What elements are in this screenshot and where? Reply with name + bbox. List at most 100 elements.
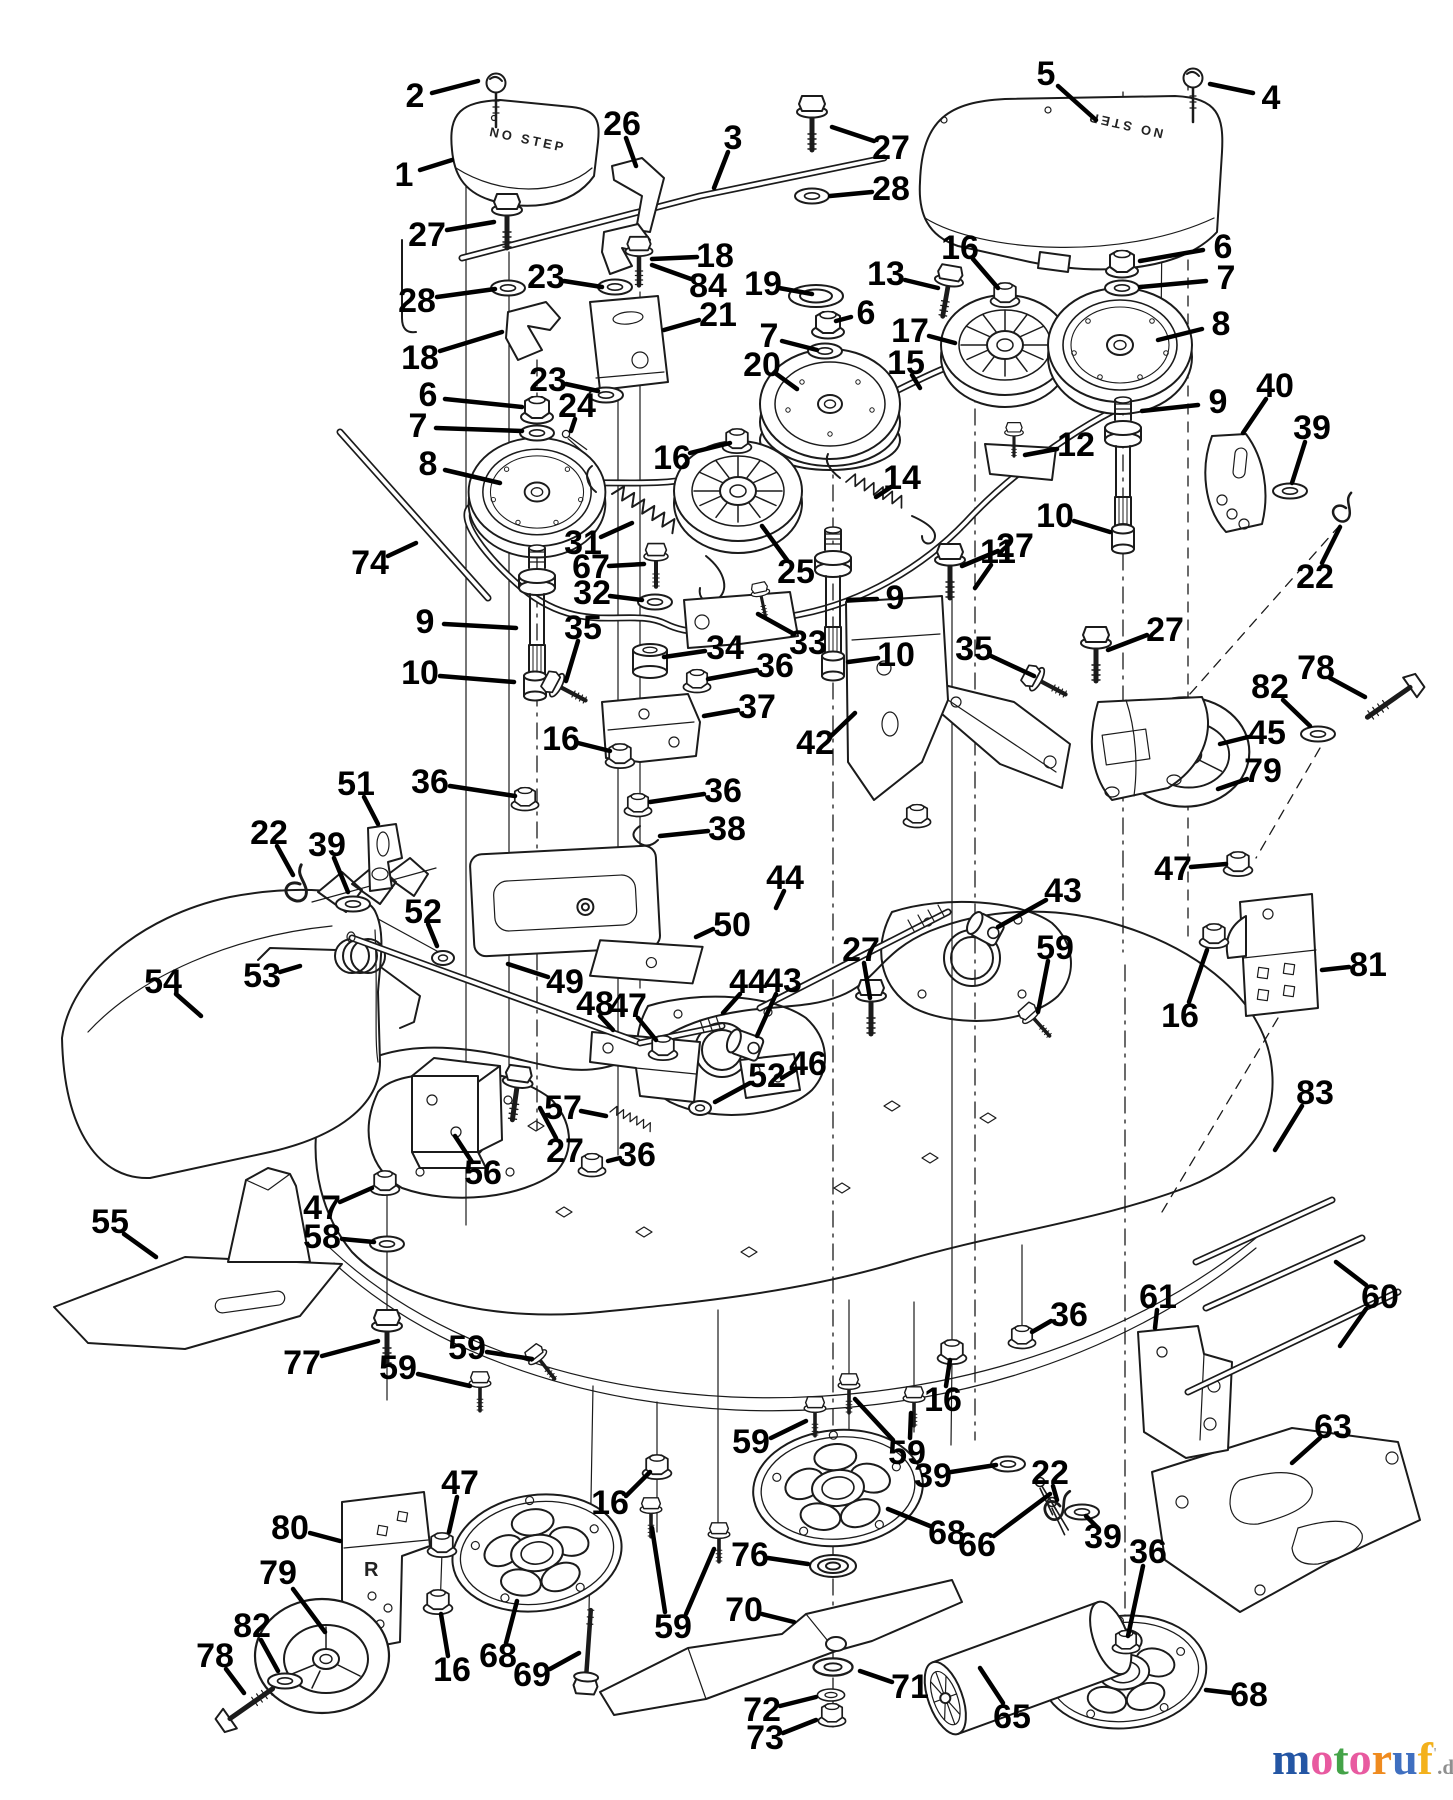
part-number-10[interactable]: 10 (401, 654, 439, 692)
part-number-48[interactable]: 48 (576, 985, 614, 1023)
part-number-7[interactable]: 7 (1217, 259, 1236, 297)
part-number-6[interactable]: 6 (419, 376, 438, 414)
part-number-31[interactable]: 31 (564, 524, 602, 562)
part-number-5[interactable]: 5 (1037, 55, 1056, 93)
part-number-66[interactable]: 66 (958, 1526, 996, 1564)
part-number-38[interactable]: 38 (708, 810, 746, 848)
part-number-39[interactable]: 39 (1293, 409, 1331, 447)
part-number-28[interactable]: 28 (398, 282, 436, 320)
part-number-6[interactable]: 6 (1214, 228, 1233, 266)
part-number-76[interactable]: 76 (731, 1536, 769, 1574)
part-number-27[interactable]: 27 (842, 931, 880, 969)
part-number-59[interactable]: 59 (379, 1349, 417, 1387)
part-number-18[interactable]: 18 (696, 237, 734, 275)
part-number-17[interactable]: 17 (891, 312, 929, 350)
part-number-81[interactable]: 81 (1349, 946, 1387, 984)
part-number-36[interactable]: 36 (1050, 1296, 1088, 1334)
part-number-14[interactable]: 14 (883, 459, 921, 497)
part-number-52[interactable]: 52 (748, 1057, 786, 1095)
part-number-16[interactable]: 16 (433, 1651, 471, 1689)
watermark-logo[interactable]: motoruf'.de (1272, 1736, 1453, 1782)
part-number-34[interactable]: 34 (706, 629, 744, 667)
part-number-42[interactable]: 42 (796, 724, 834, 762)
part-number-21[interactable]: 21 (699, 296, 737, 334)
part-number-59[interactable]: 59 (1036, 929, 1074, 967)
part-number-20[interactable]: 20 (743, 346, 781, 384)
part-number-27[interactable]: 27 (408, 216, 446, 254)
part-number-25[interactable]: 25 (777, 553, 815, 591)
part-number-78[interactable]: 78 (196, 1637, 234, 1675)
part-number-46[interactable]: 46 (789, 1045, 827, 1083)
part-number-79[interactable]: 79 (1244, 752, 1282, 790)
part-number-77[interactable]: 77 (283, 1344, 321, 1382)
part-number-61[interactable]: 61 (1139, 1278, 1177, 1316)
part-number-44[interactable]: 44 (729, 963, 767, 1001)
part-number-55[interactable]: 55 (91, 1203, 129, 1241)
part-number-23[interactable]: 23 (527, 258, 565, 296)
part-number-43[interactable]: 43 (764, 962, 802, 1000)
part-number-35[interactable]: 35 (564, 609, 602, 647)
part-number-8[interactable]: 8 (1212, 305, 1231, 343)
part-number-1[interactable]: 1 (395, 156, 414, 194)
part-number-36[interactable]: 36 (704, 772, 742, 810)
part-number-7[interactable]: 7 (760, 317, 779, 355)
part-number-68[interactable]: 68 (479, 1637, 517, 1675)
part-number-65[interactable]: 65 (993, 1698, 1031, 1736)
part-number-4[interactable]: 4 (1262, 79, 1281, 117)
part-number-19[interactable]: 19 (744, 265, 782, 303)
part-number-33[interactable]: 33 (789, 624, 827, 662)
part-number-44[interactable]: 44 (766, 859, 804, 897)
part-number-13[interactable]: 13 (867, 255, 905, 293)
part-number-22[interactable]: 22 (250, 814, 288, 852)
part-number-69[interactable]: 69 (513, 1656, 551, 1694)
part-number-36[interactable]: 36 (618, 1136, 656, 1174)
part-number-16[interactable]: 16 (653, 439, 691, 477)
part-number-72[interactable]: 72 (743, 1691, 781, 1729)
part-number-36[interactable]: 36 (756, 647, 794, 685)
part-number-27[interactable]: 27 (872, 129, 910, 167)
part-number-28[interactable]: 28 (872, 170, 910, 208)
part-number-54[interactable]: 54 (144, 963, 182, 1001)
part-number-37[interactable]: 37 (738, 688, 776, 726)
part-number-16[interactable]: 16 (1161, 997, 1199, 1035)
part-number-9[interactable]: 9 (1209, 383, 1228, 421)
part-number-12[interactable]: 12 (1057, 426, 1095, 464)
part-number-59[interactable]: 59 (732, 1423, 770, 1461)
part-number-27[interactable]: 27 (546, 1132, 584, 1170)
part-number-2[interactable]: 2 (406, 77, 425, 115)
part-number-59[interactable]: 59 (654, 1608, 692, 1646)
part-number-71[interactable]: 71 (891, 1668, 929, 1706)
part-number-9[interactable]: 9 (886, 579, 905, 617)
part-number-79[interactable]: 79 (259, 1554, 297, 1592)
part-number-16[interactable]: 16 (924, 1381, 962, 1419)
part-number-16[interactable]: 16 (591, 1484, 629, 1522)
part-number-59[interactable]: 59 (888, 1434, 926, 1472)
part-number-68[interactable]: 68 (1230, 1676, 1268, 1714)
part-number-26[interactable]: 26 (603, 105, 641, 143)
part-number-78[interactable]: 78 (1297, 649, 1335, 687)
part-number-22[interactable]: 22 (1031, 1454, 1069, 1492)
part-number-67[interactable]: 67 (572, 548, 610, 586)
part-number-60[interactable]: 60 (1361, 1278, 1399, 1316)
part-number-47[interactable]: 47 (303, 1189, 341, 1227)
part-number-7[interactable]: 7 (409, 407, 428, 445)
part-number-15[interactable]: 15 (887, 344, 925, 382)
part-number-39[interactable]: 39 (308, 826, 346, 864)
part-number-16[interactable]: 16 (941, 229, 979, 267)
part-number-40[interactable]: 40 (1256, 367, 1294, 405)
part-number-6[interactable]: 6 (857, 294, 876, 332)
part-number-51[interactable]: 51 (337, 765, 375, 803)
part-number-10[interactable]: 10 (1036, 497, 1074, 535)
part-number-36[interactable]: 36 (1129, 1533, 1167, 1571)
part-number-23[interactable]: 23 (529, 361, 567, 399)
part-number-70[interactable]: 70 (725, 1591, 763, 1629)
part-number-43[interactable]: 43 (1044, 872, 1082, 910)
part-number-82[interactable]: 82 (1251, 668, 1289, 706)
part-number-74[interactable]: 74 (351, 544, 389, 582)
part-number-83[interactable]: 83 (1296, 1074, 1334, 1112)
part-number-16[interactable]: 16 (542, 720, 580, 758)
part-number-56[interactable]: 56 (464, 1154, 502, 1192)
part-number-8[interactable]: 8 (419, 445, 438, 483)
part-number-47[interactable]: 47 (609, 987, 647, 1025)
part-number-47[interactable]: 47 (1154, 850, 1192, 888)
